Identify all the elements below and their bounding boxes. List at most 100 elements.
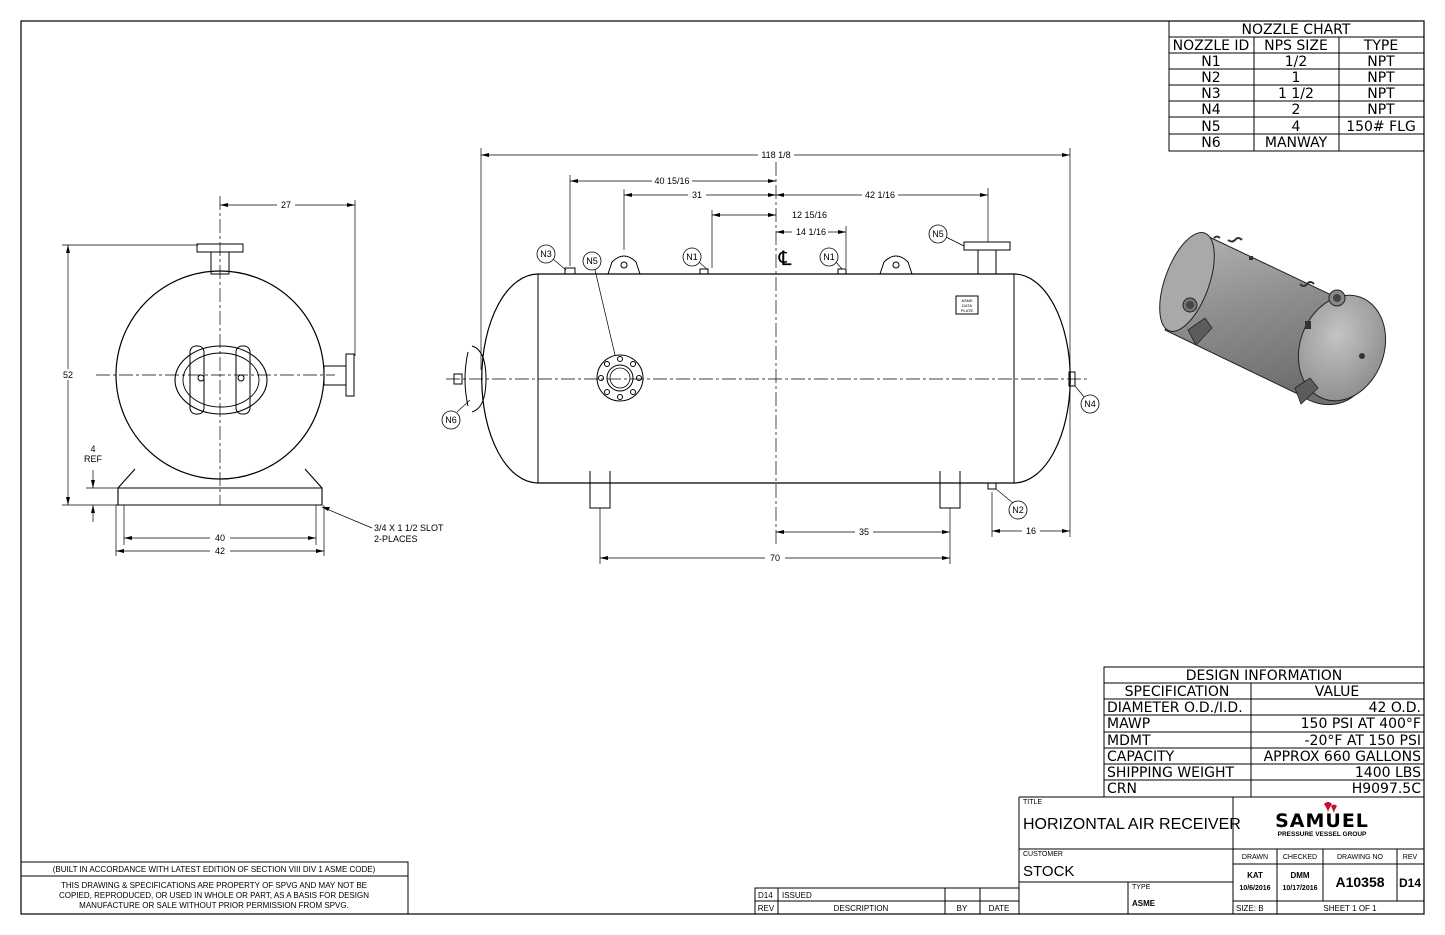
nameplate-line1: ASME (961, 298, 973, 303)
nozzle-cell: 1 (1292, 70, 1301, 86)
revision-value: D14 (1399, 876, 1421, 890)
callout-n4: N4 (1084, 399, 1096, 409)
nozzle-cell: N4 (1201, 102, 1220, 118)
side-view: ASME DATA PLATE ℄ 118 1/8 40 15/16 31 42 (441, 148, 1100, 564)
drawing-title: HORIZONTAL AIR RECEIVER (1023, 816, 1241, 833)
design-value-cell: 1400 LBS (1355, 765, 1421, 781)
design-information-table: DESIGN INFORMATION SPECIFICATION VALUE D… (1103, 666, 1425, 798)
dim-14-1-16: 14 1/16 (796, 227, 826, 237)
revision-header-by: BY (957, 904, 968, 913)
dim-42-1-16: 42 1/16 (865, 190, 895, 200)
code-note: (BUILT IN ACCORDANCE WITH LATEST EDITION… (53, 865, 376, 874)
dim-overall: 118 1/8 (761, 150, 790, 160)
nozzle-cell: N6 (1201, 135, 1220, 151)
dim-4: 4 (90, 444, 95, 454)
revision-header-date: DATE (989, 904, 1010, 913)
nozzle-cell: 4 (1292, 119, 1301, 135)
nameplate-line2: DATA (962, 303, 972, 308)
revision-row-description: ISSUED (782, 891, 812, 900)
design-value-cell: 42 O.D. (1369, 700, 1421, 716)
nozzle-cell: N3 (1201, 86, 1220, 102)
samuel-logo: SAMUEL PRESSURE VESSEL GROUP (1275, 802, 1369, 838)
nozzle-cell: NPT (1367, 86, 1395, 102)
design-value-cell: H9097.5C (1352, 781, 1422, 797)
design-header-value: VALUE (1315, 684, 1359, 700)
drawing-no-label: DRAWING NO (1337, 854, 1384, 861)
checked-label: CHECKED (1283, 854, 1317, 861)
slot-note-line2: 2-PLACES (374, 534, 418, 544)
checked-by: DMM (1290, 871, 1309, 880)
design-spec-cell: MAWP (1107, 716, 1150, 732)
design-value-cell: 150 PSI AT 400°F (1301, 716, 1421, 732)
callout-n1-left: N1 (686, 252, 698, 262)
type-label: TYPE (1132, 884, 1151, 891)
callout-n6: N6 (445, 415, 457, 425)
nozzle-cell: NPT (1367, 54, 1395, 70)
revision-block: D14 ISSUED REV DESCRIPTION BY DATE (754, 887, 1020, 915)
drawn-date: 10/6/2016 (1239, 885, 1270, 892)
nozzle-header-type: TYPE (1363, 38, 1398, 54)
customer-label: CUSTOMER (1023, 851, 1063, 858)
dim-40-15-16: 40 15/16 (654, 176, 689, 186)
nozzle-cell: NPT (1367, 70, 1395, 86)
nozzle-cell: 150# FLG (1346, 119, 1416, 135)
slot-note-line1: 3/4 X 1 1/2 SLOT (374, 523, 444, 533)
centerline-symbol: ℄ (778, 248, 792, 270)
dim-35: 35 (859, 527, 869, 537)
design-header-spec: SPECIFICATION (1125, 684, 1230, 700)
end-view: 27 52 4 REF 40 42 3/4 X 1 1/2 S (60, 196, 444, 556)
design-spec-cell: MDMT (1107, 733, 1151, 749)
nameplate-line3: PLATE (961, 308, 974, 313)
callout-n2: N2 (1012, 505, 1024, 515)
dim-42: 42 (215, 546, 225, 556)
dim-ref-label: REF (84, 454, 103, 464)
design-spec-cell: DIAMETER O.D./I.D. (1107, 700, 1243, 716)
customer-value: STOCK (1023, 863, 1074, 880)
sheet-border (20, 20, 1425, 915)
nozzle-header-size: NPS SIZE (1264, 38, 1328, 54)
nozzle-cell: 1 1/2 (1278, 86, 1314, 102)
nozzle-chart: NOZZLE CHART NOZZLE ID NPS SIZE TYPE N1 … (1168, 20, 1425, 152)
dim-40: 40 (215, 533, 225, 543)
nozzle-cell: 1/2 (1285, 54, 1308, 70)
design-value-cell: APPROX 660 GALLONS (1264, 749, 1422, 765)
isometric-view (1159, 232, 1387, 406)
design-spec-cell: CRN (1107, 781, 1137, 797)
nozzle-header-id: NOZZLE ID (1173, 38, 1250, 54)
callout-n5-right: N5 (932, 229, 944, 239)
nozzle-cell: MANWAY (1265, 135, 1328, 151)
notes-block: (BUILT IN ACCORDANCE WITH LATEST EDITION… (20, 861, 409, 915)
title-block: TITLE HORIZONTAL AIR RECEIVER CUSTOMER S… (1018, 796, 1424, 914)
logo-wordmark: SAMUEL (1275, 810, 1369, 832)
dim-31: 31 (692, 190, 702, 200)
dim-52: 52 (63, 370, 73, 380)
dim-27: 27 (281, 200, 291, 210)
nozzle-cell: NPT (1367, 102, 1395, 118)
title-label: TITLE (1023, 799, 1042, 806)
sheet-size: SIZE: B (1236, 904, 1264, 913)
nozzle-cell: N1 (1201, 54, 1220, 70)
drawn-label: DRAWN (1242, 854, 1268, 861)
property-note-line3: MANUFACTURE OR SALE WITHOUT PRIOR PERMIS… (79, 901, 349, 910)
nozzle-cell: N2 (1201, 70, 1220, 86)
type-value: ASME (1132, 899, 1156, 908)
callout-n3: N3 (540, 249, 552, 259)
design-spec-cell: SHIPPING WEIGHT (1107, 765, 1235, 781)
design-spec-cell: CAPACITY (1107, 749, 1175, 765)
revision-header-description: DESCRIPTION (834, 904, 889, 913)
callout-n5-left: N5 (586, 256, 598, 266)
property-note-line1: THIS DRAWING & SPECIFICATIONS ARE PROPER… (61, 881, 367, 890)
dim-16: 16 (1026, 526, 1036, 536)
revision-header-rev: REV (758, 904, 775, 913)
drawn-by: KAT (1247, 871, 1263, 880)
dim-12-15-16: 12 15/16 (792, 210, 827, 220)
checked-date: 10/17/2016 (1282, 885, 1317, 892)
drawing-number: A10358 (1335, 874, 1384, 890)
design-info-title: DESIGN INFORMATION (1186, 668, 1343, 684)
nozzle-cell: 2 (1292, 102, 1301, 118)
nozzle-chart-title: NOZZLE CHART (1242, 22, 1351, 38)
design-value-cell: -20°F AT 150 PSI (1305, 733, 1422, 749)
logo-subtitle: PRESSURE VESSEL GROUP (1278, 831, 1367, 838)
rev-label: REV (1403, 854, 1418, 861)
